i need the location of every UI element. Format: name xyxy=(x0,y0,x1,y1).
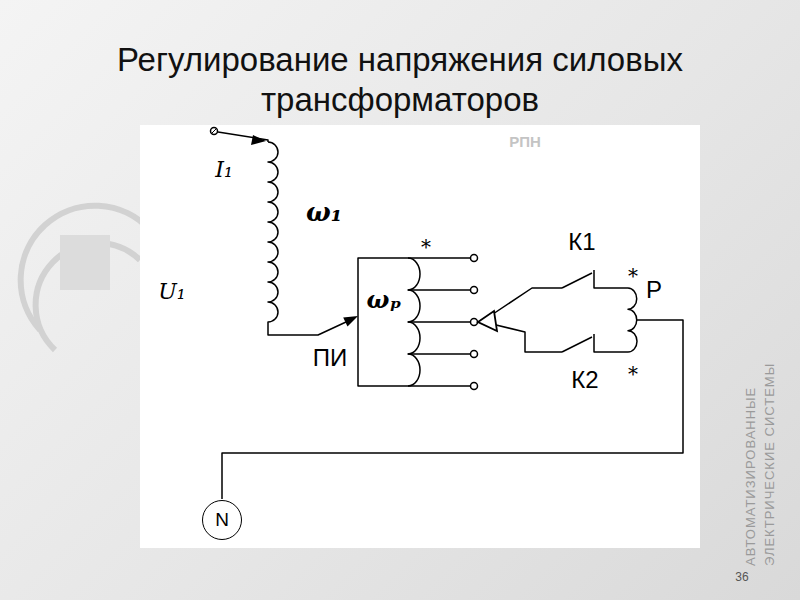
slide-title: Регулирование напряжения силовых трансфо… xyxy=(40,40,760,120)
terminal xyxy=(211,128,218,135)
node-label: N xyxy=(215,509,229,531)
switch-arrow xyxy=(343,316,358,327)
reactor-coil xyxy=(628,288,637,352)
switch-label: ПИ xyxy=(313,345,348,371)
contact-k2 xyxy=(562,334,628,352)
contact-label: К1 xyxy=(568,229,595,255)
reactor-label: Р xyxy=(646,277,662,303)
device-label: РПН xyxy=(509,134,541,151)
background-logo xyxy=(21,206,150,350)
tap-leads xyxy=(408,258,470,386)
diagram-panel xyxy=(140,125,700,548)
voltage-label: U₁ xyxy=(158,280,185,304)
watermark: ЭЛЕКТРИЧЕСКИЕ СИСТЕМЫ xyxy=(763,363,777,566)
tap-frame xyxy=(358,258,408,386)
winding-label: ω₁ xyxy=(306,198,342,227)
selector-wire xyxy=(492,324,562,352)
contact-k1 xyxy=(562,270,628,288)
polarity-mark: * xyxy=(628,363,638,385)
winding-label: ωₚ xyxy=(367,287,402,313)
neutral-circle: N xyxy=(202,500,242,540)
polarity-mark: * xyxy=(628,265,638,287)
watermark: АВТОМАТИЗИРОВАННЫЕ xyxy=(744,387,758,566)
selector-arrow xyxy=(478,311,497,331)
wiring xyxy=(211,128,684,500)
current-arrow xyxy=(251,135,266,145)
neutral-wire xyxy=(222,320,683,499)
contact-label: К2 xyxy=(571,367,598,393)
current-label: I₁ xyxy=(215,158,233,182)
page-number: 36 xyxy=(735,571,748,584)
polarity-mark: * xyxy=(421,236,431,258)
primary-winding xyxy=(268,142,346,335)
selector-wire xyxy=(490,288,562,316)
